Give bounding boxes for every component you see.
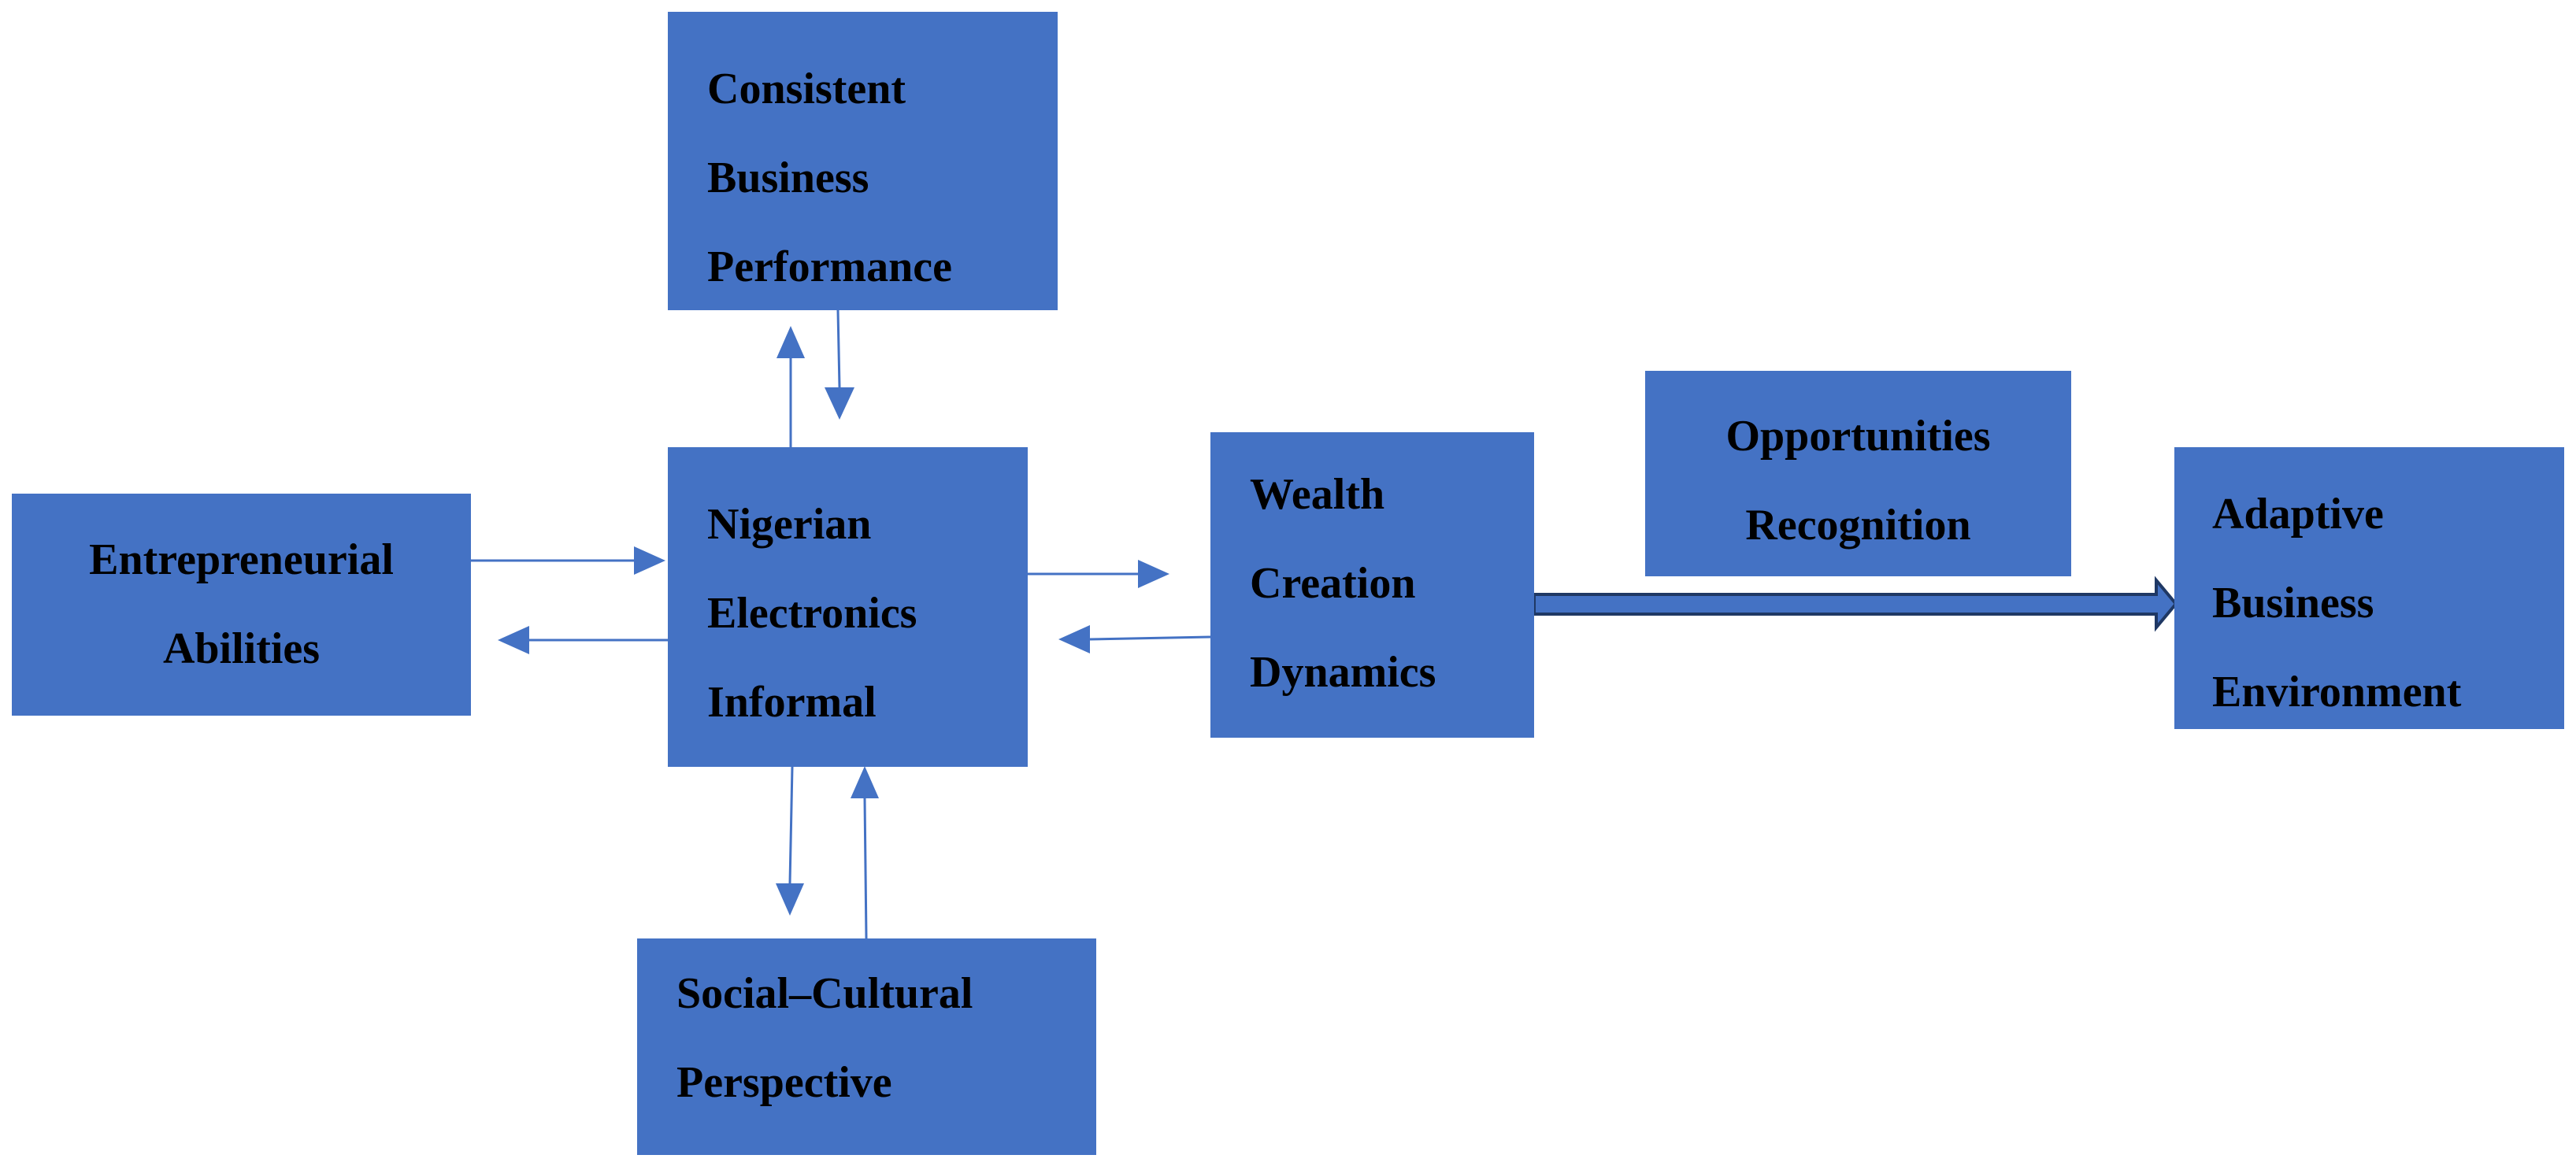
- node-label-line: Entrepreneurial: [89, 535, 394, 584]
- node-nigerian-electronics-informal: Nigerian Electronics Informal: [668, 447, 1028, 767]
- node-label-line: Wealth: [1250, 470, 1385, 519]
- node-label-line: Abilities: [162, 624, 321, 673]
- edge-wealth-to-adaptive: [1533, 576, 2178, 632]
- edge-nigerian-to-consistent: [777, 326, 805, 447]
- edge-social-to-nigerian: [851, 766, 879, 939]
- node-label-line: Opportunities: [1725, 412, 1991, 461]
- node-label-line: Dynamics: [1250, 648, 1436, 697]
- node-label-line: Performance: [707, 242, 952, 291]
- node-adaptive-business-environment: Adaptive Business Environment: [2174, 447, 2564, 729]
- edge-nigerian-to-entrepreneurial: [498, 626, 668, 654]
- node-label-line: Nigerian: [707, 500, 872, 549]
- node-label-line: Business: [2212, 579, 2374, 627]
- node-label-line: Informal: [707, 678, 877, 727]
- node-label-line: Consistent: [707, 65, 906, 113]
- node-consistent-business-performance: Consistent Business Performance: [668, 12, 1058, 310]
- edge-nigerian-to-social: [776, 766, 804, 916]
- node-label-line: Recognition: [1745, 501, 1971, 550]
- edge-consistent-to-nigerian: [825, 309, 854, 420]
- node-label-line: Business: [707, 154, 869, 202]
- node-label-line: Social–Cultural: [676, 969, 973, 1018]
- edge-entrepreneurial-to-nigerian: [471, 546, 665, 575]
- edge-wealth-to-nigerian: [1058, 625, 1212, 653]
- node-label-line: Perspective: [676, 1058, 892, 1107]
- node-social-cultural-perspective: Social–Cultural Perspective: [637, 938, 1096, 1155]
- edge-nigerian-to-wealth: [1028, 560, 1169, 588]
- node-label-line: Environment: [2212, 668, 2462, 716]
- node-label-line: Creation: [1250, 559, 1416, 608]
- node-label-line: Adaptive: [2212, 490, 2384, 539]
- node-label-line: Electronics: [707, 589, 917, 638]
- node-wealth-creation-dynamics: Wealth Creation Dynamics: [1210, 432, 1534, 738]
- node-opportunities-recognition: Opportunities Recognition: [1645, 371, 2071, 576]
- node-entrepreneurial-abilities: Entrepreneurial Abilities: [12, 494, 471, 716]
